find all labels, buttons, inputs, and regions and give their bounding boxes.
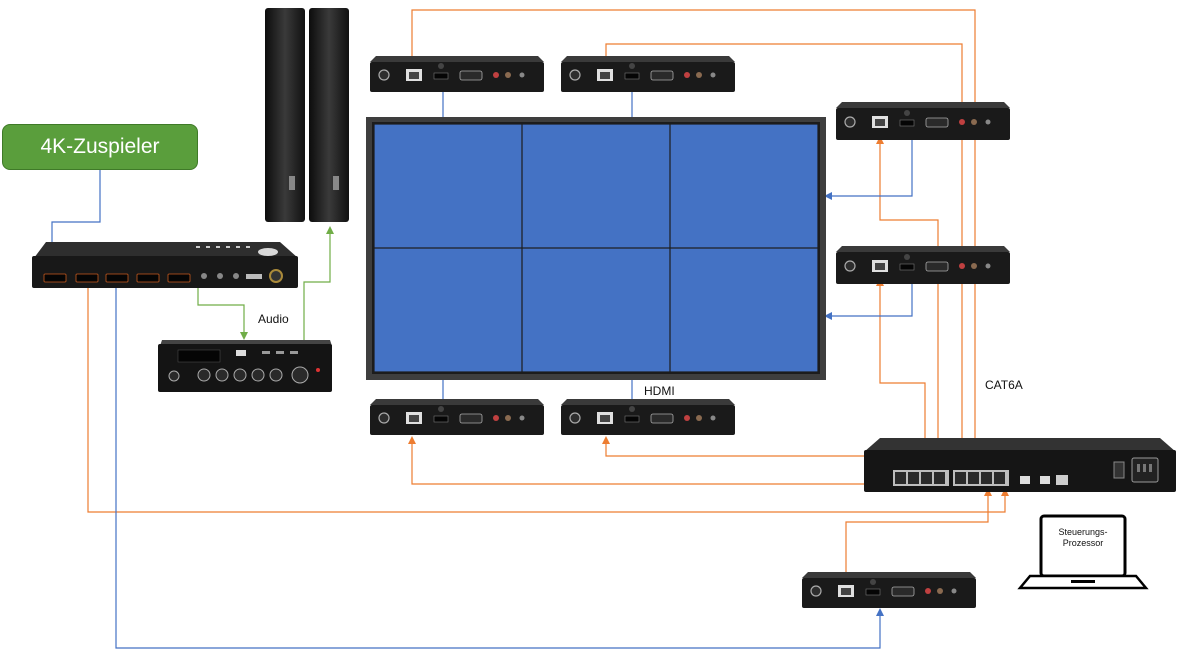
splitter-to-encoder-hdmi-line [115,288,884,649]
switch-to-rx1-cat-line [408,9,976,480]
switch-port [981,472,992,484]
source-player-label: 4K-Zuspieler [40,135,160,158]
switch-to-rx5-cat-line [408,436,913,485]
source-player-box: 4K-Zuspieler [2,124,198,170]
cat6a-label: CAT6A [985,378,1023,392]
wall-tile [374,124,522,248]
hdbaset-receiver-2 [561,56,735,92]
wall-tile [522,124,670,248]
hdbaset-receiver-4 [836,246,1010,284]
hdbaset-receiver-6 [561,399,735,435]
rx3-to-wall-hdmi-line [824,140,913,200]
hdbaset-receiver-5 [370,399,544,435]
video-wall [366,117,826,380]
amplifier-to-speakers-line [303,226,334,340]
speaker-left [265,8,305,222]
switch-port [994,472,1005,484]
switch-port [921,472,932,484]
hdbaset-receiver-7 [802,572,976,608]
rx4-to-wall-hdmi-line [824,282,913,320]
splitter-to-amplifier-line [197,278,248,340]
controller-label-line1: Steuerungs- [1058,527,1108,537]
column-speakers [265,8,349,222]
switch-port [955,472,966,484]
wall-tile [670,124,818,248]
network-switch [864,438,1176,492]
wall-tile [374,248,522,372]
hdbaset-receiver-1 [370,56,544,92]
audio-label: Audio [258,312,289,326]
switch-port [968,472,979,484]
wall-tile [670,248,818,372]
controller-label: Steuerungs- Prozessor [1043,527,1123,549]
switch-to-rx3-cat-line [876,136,939,480]
switch-port [908,472,919,484]
encoder-to-switch-cat-line [845,488,992,585]
wall-tile [522,248,670,372]
hdbaset-receiver-3 [836,102,1010,140]
switch-port [895,472,906,484]
hdmi-splitter [32,242,298,288]
audio-amplifier [158,340,332,392]
laptop-icon [1017,514,1149,590]
controller-label-line2: Prozessor [1062,538,1104,548]
speaker-right [309,8,349,222]
switch-port [934,472,945,484]
hdmi-label: HDMI [644,384,675,398]
splitter-to-switch-cat-line [87,288,1009,513]
switch-to-rx4-cat-line [876,278,926,480]
